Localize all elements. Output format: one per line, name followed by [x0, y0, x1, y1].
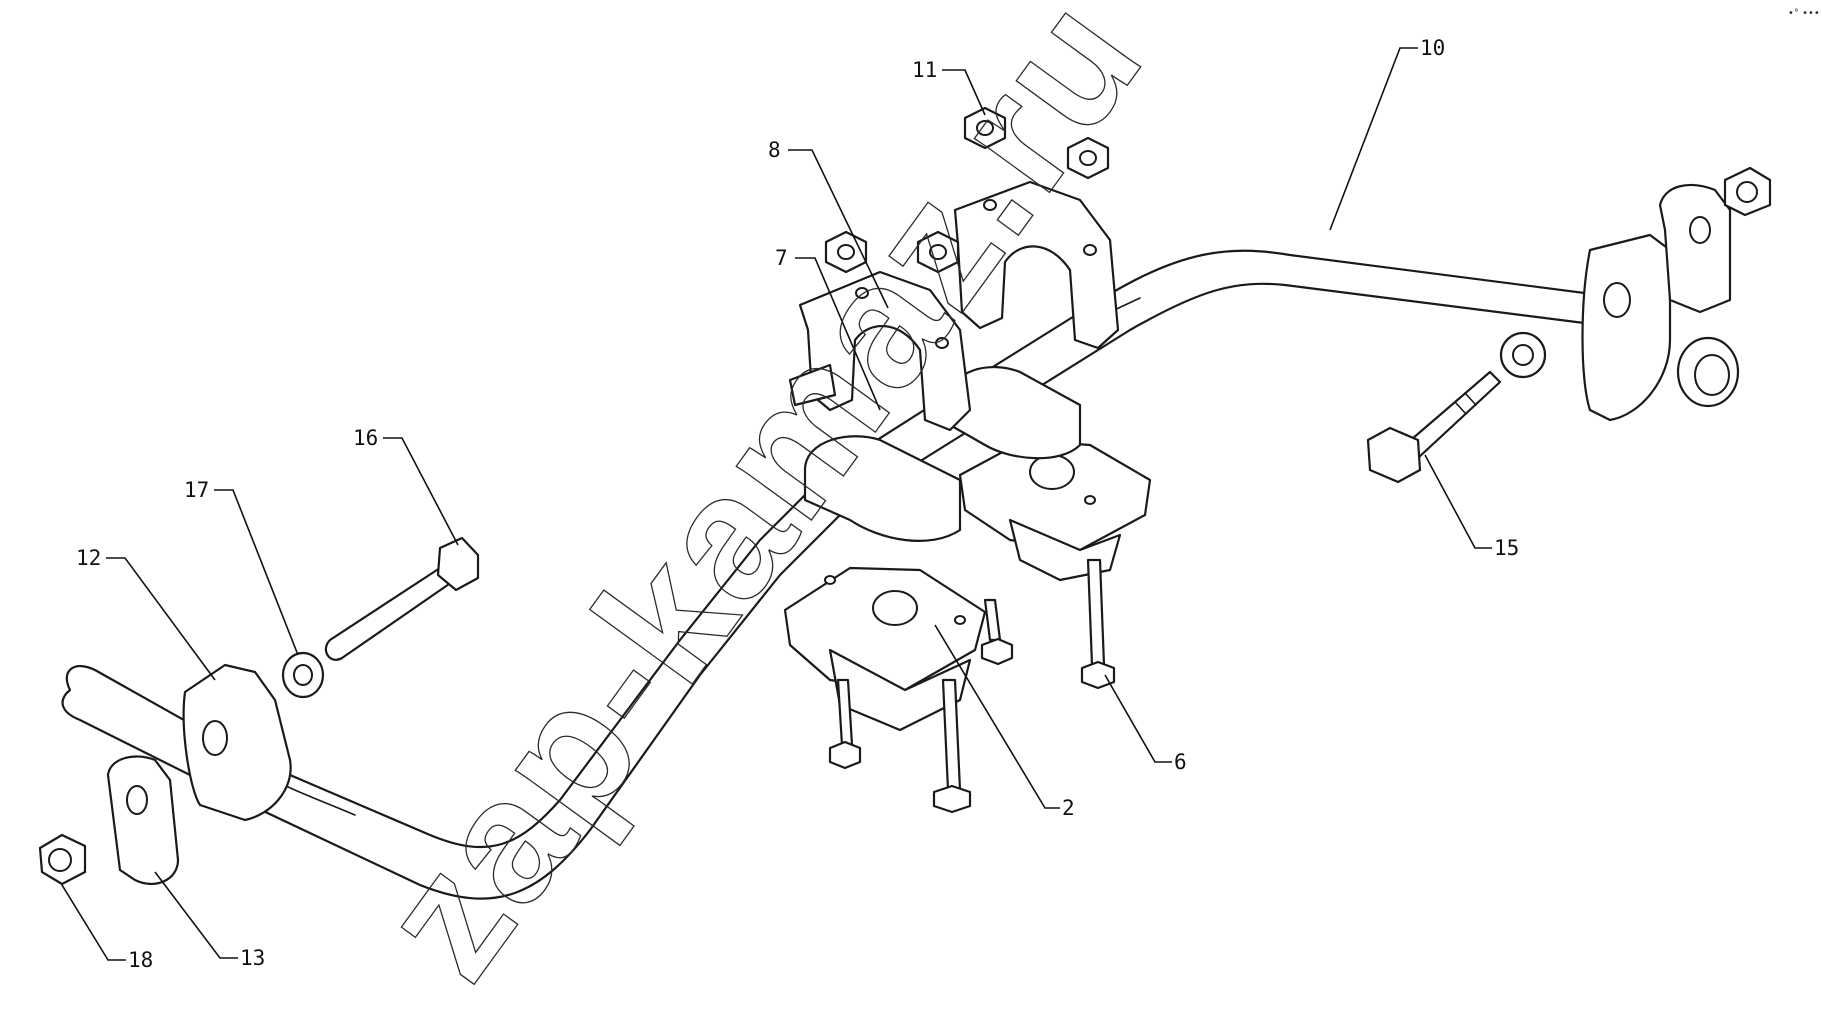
callout-18: 18: [128, 948, 153, 972]
washer-17: [281, 651, 325, 699]
bracket-base-right: [958, 438, 1152, 582]
callout-12: 12: [76, 546, 101, 570]
callout-16: 16: [353, 426, 378, 450]
bolt-15: [1366, 370, 1502, 484]
left-end-link-12: [182, 663, 292, 822]
clamp-8: [953, 180, 1120, 350]
right-end-link: [1581, 183, 1740, 422]
nut-18: [38, 833, 87, 886]
right-washer: [1499, 331, 1547, 379]
callout-7: 7: [775, 246, 788, 270]
callout-8: 8: [768, 138, 781, 162]
callout-10: 10: [1420, 36, 1445, 60]
corner-glyphs: •° •••: [1788, 8, 1820, 19]
callout-17: 17: [184, 478, 209, 502]
callout-6: 6: [1174, 750, 1187, 774]
leader-lines: [61, 47, 1492, 961]
callout-2: 2: [1062, 796, 1075, 820]
bushings: [803, 365, 1082, 542]
callout-13: 13: [240, 946, 265, 970]
callout-11: 11: [912, 58, 937, 82]
callout-15: 15: [1494, 536, 1519, 560]
clamp-7: [788, 270, 972, 432]
bolt-16: [324, 536, 480, 661]
callout-labels: 2 6 7 8 10 11 12 13 15 16 17 18: [76, 36, 1519, 972]
right-nut: [1723, 166, 1772, 217]
left-end-link-13: [106, 755, 180, 885]
base-bolts: [828, 558, 1116, 814]
bracket-base-left: [783, 566, 987, 732]
nuts-11: [824, 106, 1110, 274]
